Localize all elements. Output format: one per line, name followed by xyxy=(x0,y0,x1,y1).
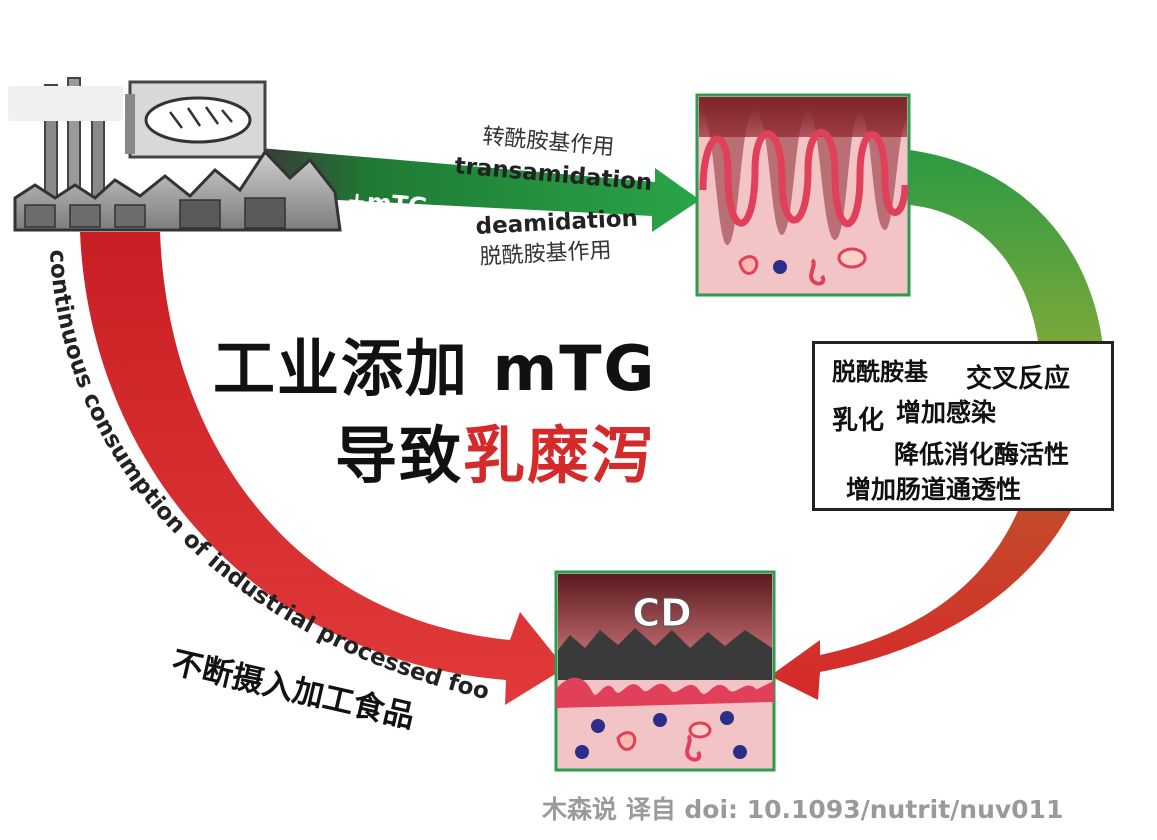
title-line-2: 导致乳糜泻 xyxy=(335,405,655,495)
effects-box xyxy=(812,341,1114,511)
effect-infection: 增加感染 xyxy=(896,398,997,427)
bread-icon xyxy=(144,96,252,144)
effect-deamidation: 脱酰胺基 xyxy=(832,358,928,386)
blurred-patch xyxy=(8,86,123,121)
cell-shapes xyxy=(738,247,867,286)
cd-intestine-panel: CD xyxy=(554,570,776,772)
effect-emulsification: 乳化 xyxy=(832,406,885,436)
deamidation-cn-label: 脱酰胺基作用 xyxy=(479,238,612,270)
effect-permeability: 增加肠道通透性 xyxy=(846,475,1022,504)
cd-label: CD xyxy=(632,591,691,635)
transamidation-arrow xyxy=(260,148,700,232)
consumption-arrow xyxy=(80,232,565,705)
title-line-2-prefix: 导致 xyxy=(335,419,464,492)
effect-cross-reaction: 交叉反应 xyxy=(966,364,1071,394)
title-highlight: 乳糜泻 xyxy=(463,419,656,492)
transamidation-cn-label: 转酰胺基作用 xyxy=(481,124,615,160)
mtg-label: +mTG xyxy=(345,186,428,221)
deamidation-en-label: deamidation xyxy=(475,206,639,240)
effect-enzyme-activity: 降低消化酶活性 xyxy=(894,440,1070,469)
factory-illustration xyxy=(13,77,342,232)
healthy-intestine-panel xyxy=(695,93,911,297)
source-credit: 木森说 译自 doi: 10.1093/nutrit/nuv011 xyxy=(542,795,1064,824)
title-line-1: 工业添加 mTG xyxy=(213,332,657,405)
progression-arrow xyxy=(770,150,1105,700)
